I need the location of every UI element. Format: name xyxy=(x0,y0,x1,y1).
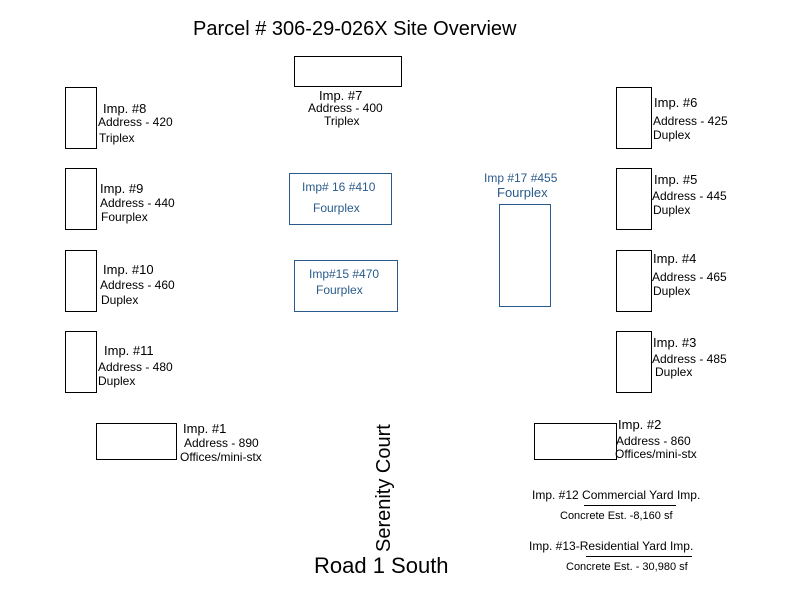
building-imp16 xyxy=(289,173,392,225)
building-imp5 xyxy=(616,168,652,230)
imp2-address: Address - 860 xyxy=(616,434,691,448)
imp15-name: Imp#15 #470 xyxy=(309,267,380,281)
building-imp8 xyxy=(65,87,97,149)
imp7-name: Imp. #7 xyxy=(319,88,363,103)
imp12-underline xyxy=(584,505,676,506)
building-imp4 xyxy=(616,250,652,312)
imp3-name: Imp. #3 xyxy=(653,335,697,350)
imp12-detail: Concrete Est. -8,160 sf xyxy=(560,510,673,522)
building-imp17 xyxy=(499,204,551,307)
building-imp2 xyxy=(534,423,617,460)
imp3-use: Duplex xyxy=(655,365,693,379)
imp16-name: Imp# 16 #410 xyxy=(302,180,376,194)
building-imp11 xyxy=(65,331,97,393)
imp12-name: Imp. #12 Commercial Yard Imp. xyxy=(532,488,701,502)
imp5-address: Address - 445 xyxy=(652,189,727,203)
imp9-name: Imp. #9 xyxy=(100,181,144,196)
building-imp3 xyxy=(616,331,652,393)
imp13-underline xyxy=(586,556,692,557)
imp13-name: Imp. #13-Residential Yard Imp. xyxy=(529,539,694,553)
imp6-address: Address - 425 xyxy=(653,114,728,128)
imp2-name: Imp. #2 xyxy=(618,417,662,432)
imp2-use: Offices/mini-stx xyxy=(615,447,697,461)
imp6-use: Duplex xyxy=(653,128,691,142)
imp10-use: Duplex xyxy=(101,293,139,307)
imp16-use: Fourplex xyxy=(313,201,360,215)
imp8-use: Triplex xyxy=(99,131,135,145)
imp11-address: Address - 480 xyxy=(98,360,173,374)
imp17-name: Imp #17 #455 xyxy=(484,171,558,185)
building-imp1 xyxy=(96,423,177,460)
imp1-name: Imp. #1 xyxy=(183,421,227,436)
building-imp9 xyxy=(65,168,97,230)
imp4-use: Duplex xyxy=(653,284,691,298)
imp11-use: Duplex xyxy=(98,374,136,388)
imp7-address: Address - 400 xyxy=(308,101,383,115)
imp10-name: Imp. #10 xyxy=(103,262,154,277)
imp8-name: Imp. #8 xyxy=(103,101,147,116)
imp11-name: Imp. #11 xyxy=(104,343,154,358)
imp5-use: Duplex xyxy=(653,203,691,217)
page-title: Parcel # 306-29-026X Site Overview xyxy=(193,18,517,40)
street-road-1-south: Road 1 South xyxy=(314,553,449,578)
street-serenity-court: Serenity Court xyxy=(373,424,395,552)
imp1-use: Offices/mini-stx xyxy=(180,450,262,464)
imp4-address: Address - 465 xyxy=(652,270,727,284)
imp7-use: Triplex xyxy=(324,114,360,128)
imp5-name: Imp. #5 xyxy=(654,172,698,187)
imp17-use: Fourplex xyxy=(497,185,548,200)
building-imp7 xyxy=(294,56,402,87)
imp10-address: Address - 460 xyxy=(100,278,175,292)
imp15-use: Fourplex xyxy=(316,283,363,297)
imp13-detail: Concrete Est. - 30,980 sf xyxy=(566,561,688,573)
imp9-use: Fourplex xyxy=(101,210,148,224)
building-imp15 xyxy=(294,260,398,312)
building-imp10 xyxy=(65,250,97,312)
imp6-name: Imp. #6 xyxy=(654,95,698,110)
imp1-address: Address - 890 xyxy=(184,436,259,450)
building-imp6 xyxy=(616,87,652,149)
imp8-address: Address - 420 xyxy=(98,115,173,129)
imp4-name: Imp. #4 xyxy=(653,251,697,266)
imp3-address: Address - 485 xyxy=(652,352,727,366)
imp9-address: Address - 440 xyxy=(100,196,175,210)
